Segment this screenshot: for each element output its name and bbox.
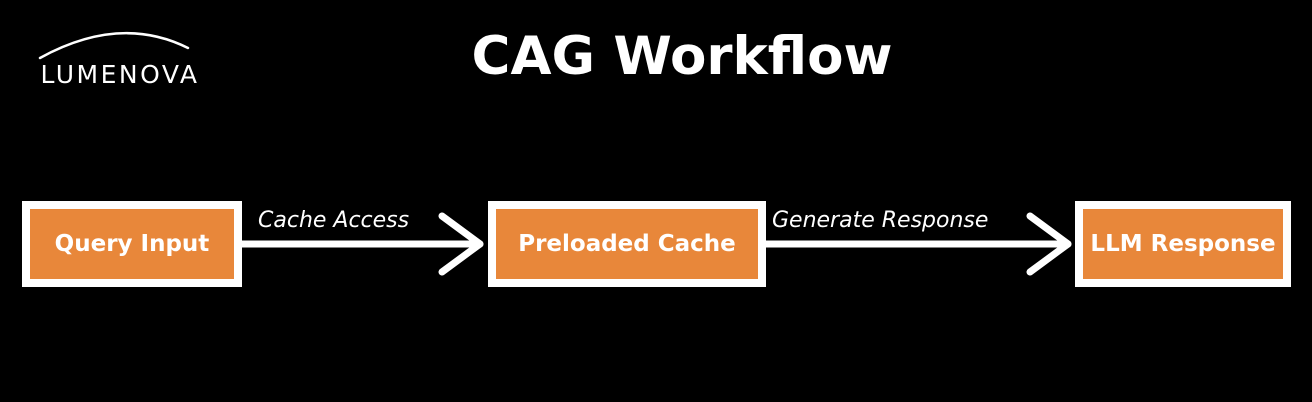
arrow-generate-response [762,212,1072,276]
page-title: CAG Workflow [471,26,893,87]
node-query-input-label: Query Input [54,231,210,257]
logo-arc-icon [38,31,190,60]
node-query-input: Query Input [22,201,242,287]
lumenova-logo: LUMENOVA [30,22,210,92]
node-llm-response: LLM Response [1075,201,1291,287]
logo-text: LUMENOVA [40,60,200,89]
node-llm-response-label: LLM Response [1090,231,1276,257]
edge-label-cache-access: Cache Access [258,208,410,233]
edge-label-generate-response: Generate Response [772,208,989,233]
node-preloaded-cache-label: Preloaded Cache [518,231,736,257]
node-preloaded-cache: Preloaded Cache [488,201,766,287]
arrow-cache-access [238,212,484,276]
